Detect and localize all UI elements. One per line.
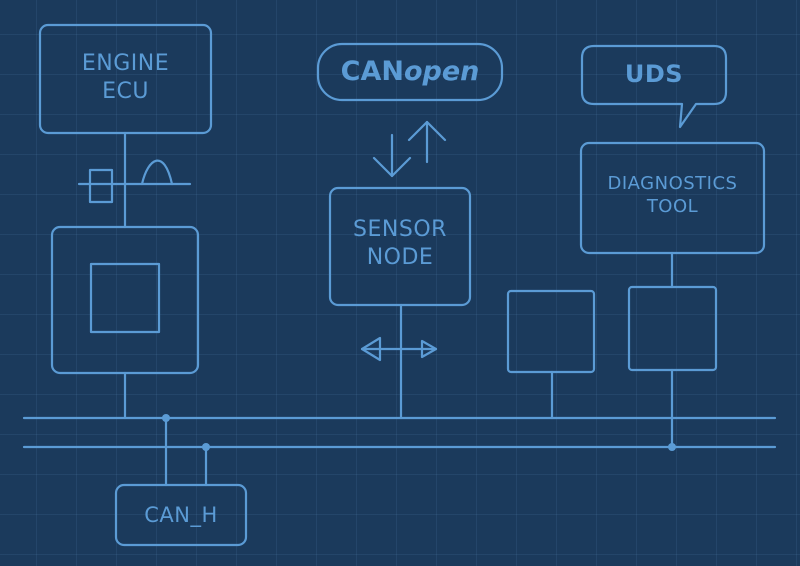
- bidirectional-arrows-icon: [372, 120, 447, 178]
- sensor-node-line2: NODE: [366, 244, 434, 270]
- diagnostics-tool-label: DIAGNOSTICS TOOL: [581, 173, 764, 218]
- horizontal-double-arrow-icon: [360, 336, 438, 362]
- can-h-label-text: CAN_H: [144, 503, 218, 527]
- ecu-module-outer: [50, 225, 200, 375]
- engine-ecu-line1: ENGINE: [81, 51, 170, 76]
- canopen-label-open: open: [403, 56, 480, 87]
- can-h-box: [114, 483, 248, 547]
- sensor-node-label: SENSOR NODE: [330, 216, 470, 271]
- canopen-pill: [316, 42, 504, 102]
- diagnostics-interface-module: [627, 285, 718, 372]
- diagnostics-tool-line2: TOOL: [646, 195, 699, 217]
- engine-ecu-label: ENGINE ECU: [40, 50, 211, 105]
- canopen-label-can: CAN: [340, 56, 404, 87]
- capacitor-icon: [77, 168, 192, 204]
- engine-ecu-line2: ECU: [102, 78, 149, 104]
- canopen-label: CANopen: [318, 55, 502, 89]
- uds-label-text: UDS: [624, 60, 684, 88]
- bus-node-module: [506, 289, 596, 374]
- uds-speech-bubble: [580, 44, 728, 129]
- diagnostics-tool-line1: DIAGNOSTICS: [607, 173, 738, 194]
- signal-pulse-icon: [140, 159, 174, 186]
- bus-junction-dot: [668, 443, 676, 451]
- can-h-label: CAN_H: [116, 502, 246, 528]
- uds-label: UDS: [582, 59, 726, 89]
- sensor-node-line1: SENSOR: [353, 217, 447, 242]
- ecu-module-inner: [89, 262, 161, 334]
